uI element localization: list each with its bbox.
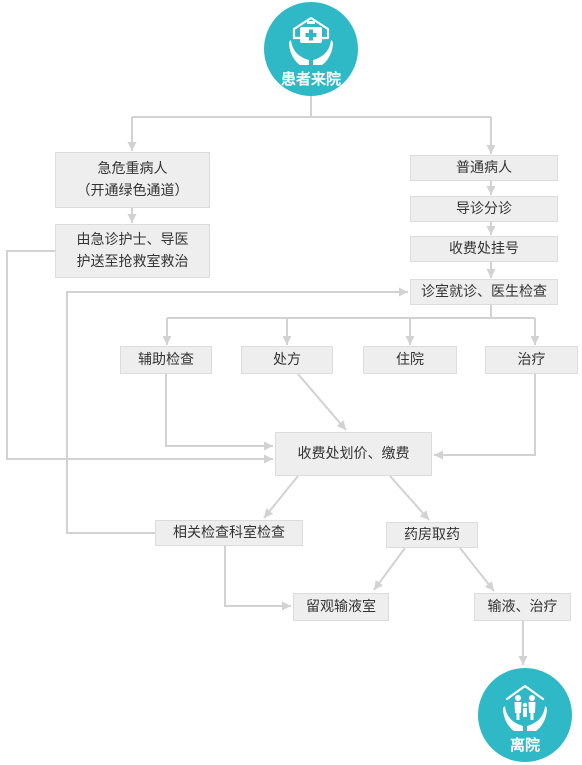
- hospitalization-box: 住院: [363, 346, 457, 374]
- arrowhead: [405, 336, 415, 345]
- pharmacy-label: 药房取药: [404, 527, 460, 543]
- arrowhead: [486, 186, 496, 195]
- end-node: 离院: [478, 668, 572, 762]
- arrowhead: [264, 441, 273, 451]
- arrowhead: [530, 336, 540, 345]
- normal-patient-label: 普通病人: [456, 160, 512, 176]
- hospital-hands-icon: [289, 16, 333, 65]
- registration-label: 收费处挂号: [449, 241, 519, 257]
- arrowhead: [162, 336, 172, 345]
- arrowhead: [264, 508, 274, 518]
- prescription-label: 处方: [273, 352, 301, 368]
- emergency-patient-line1: 急危重病人: [97, 161, 168, 177]
- aux-exam-label: 辅助检查: [138, 352, 194, 368]
- observation-box: 留观输液室: [293, 593, 389, 621]
- emergency-escort-line2: 护送至抢救室救治: [76, 254, 189, 270]
- infusion-box: 输液、治疗: [474, 593, 571, 621]
- billing-to-pharmacy: [389, 475, 430, 521]
- arrowhead: [374, 580, 383, 590]
- emergency-patient-line2: （开通绿色通道）: [76, 183, 189, 199]
- normal-patient-box: 普通病人: [410, 155, 558, 181]
- aux-exam-box: 辅助检查: [120, 346, 212, 374]
- consultation-label: 诊室就诊、医生检查: [421, 284, 547, 300]
- lab-to-consult: [66, 291, 408, 534]
- arrowhead: [486, 145, 496, 154]
- billing-to-lab: [263, 475, 299, 519]
- pharmacy-to-infusion: [459, 547, 495, 592]
- aux-to-billing: [165, 374, 273, 447]
- lab-to-observation: [224, 546, 291, 607]
- start-label: 患者来院: [280, 70, 341, 88]
- arrowhead: [434, 450, 443, 460]
- arrowhead: [282, 601, 291, 611]
- triage-label: 导诊分诊: [456, 201, 512, 217]
- emergency-escort-line1: 由急诊护士、导医: [76, 232, 189, 248]
- prescription-box: 处方: [241, 346, 333, 374]
- arrowhead: [336, 420, 346, 430]
- triage-box: 导诊分诊: [410, 196, 558, 222]
- consultation-box: 诊室就诊、医生检查: [410, 279, 558, 305]
- billing-label: 收费处划价、缴费: [297, 446, 410, 462]
- arrowhead: [127, 142, 137, 151]
- arrowhead: [486, 269, 496, 278]
- arrowhead: [399, 287, 408, 297]
- arrowhead: [282, 336, 292, 345]
- emergency-escort-box: 由急诊护士、导医 护送至抢救室救治: [55, 224, 210, 278]
- escort-to-billing: [6, 250, 273, 460]
- lab-exam-label: 相关检查科室检查: [173, 525, 285, 541]
- treatment-box: 治疗: [485, 346, 578, 374]
- prescription-to-billing: [297, 373, 347, 431]
- start-node: 患者来院: [264, 2, 358, 96]
- registration-box: 收费处挂号: [410, 236, 558, 262]
- arrowhead: [127, 214, 137, 223]
- pharmacy-box: 药房取药: [386, 522, 478, 548]
- family-hands-icon: [503, 684, 547, 731]
- arrowhead: [518, 656, 528, 665]
- lab-exam-box: 相关检查科室检查: [155, 520, 303, 546]
- arrowhead: [486, 226, 496, 235]
- treatment-label: 治疗: [517, 352, 546, 368]
- billing-box: 收费处划价、缴费: [275, 432, 432, 476]
- infusion-label: 输液、治疗: [487, 599, 558, 615]
- observation-label: 留观输液室: [306, 599, 376, 615]
- arrowhead: [484, 581, 494, 591]
- treatment-to-billing: [434, 374, 536, 456]
- arrowhead: [264, 454, 273, 464]
- hospitalization-label: 住院: [396, 352, 424, 368]
- end-label: 离院: [509, 736, 540, 754]
- arrowhead: [419, 510, 429, 520]
- emergency-patient-box: 急危重病人 （开通绿色通道）: [55, 152, 210, 208]
